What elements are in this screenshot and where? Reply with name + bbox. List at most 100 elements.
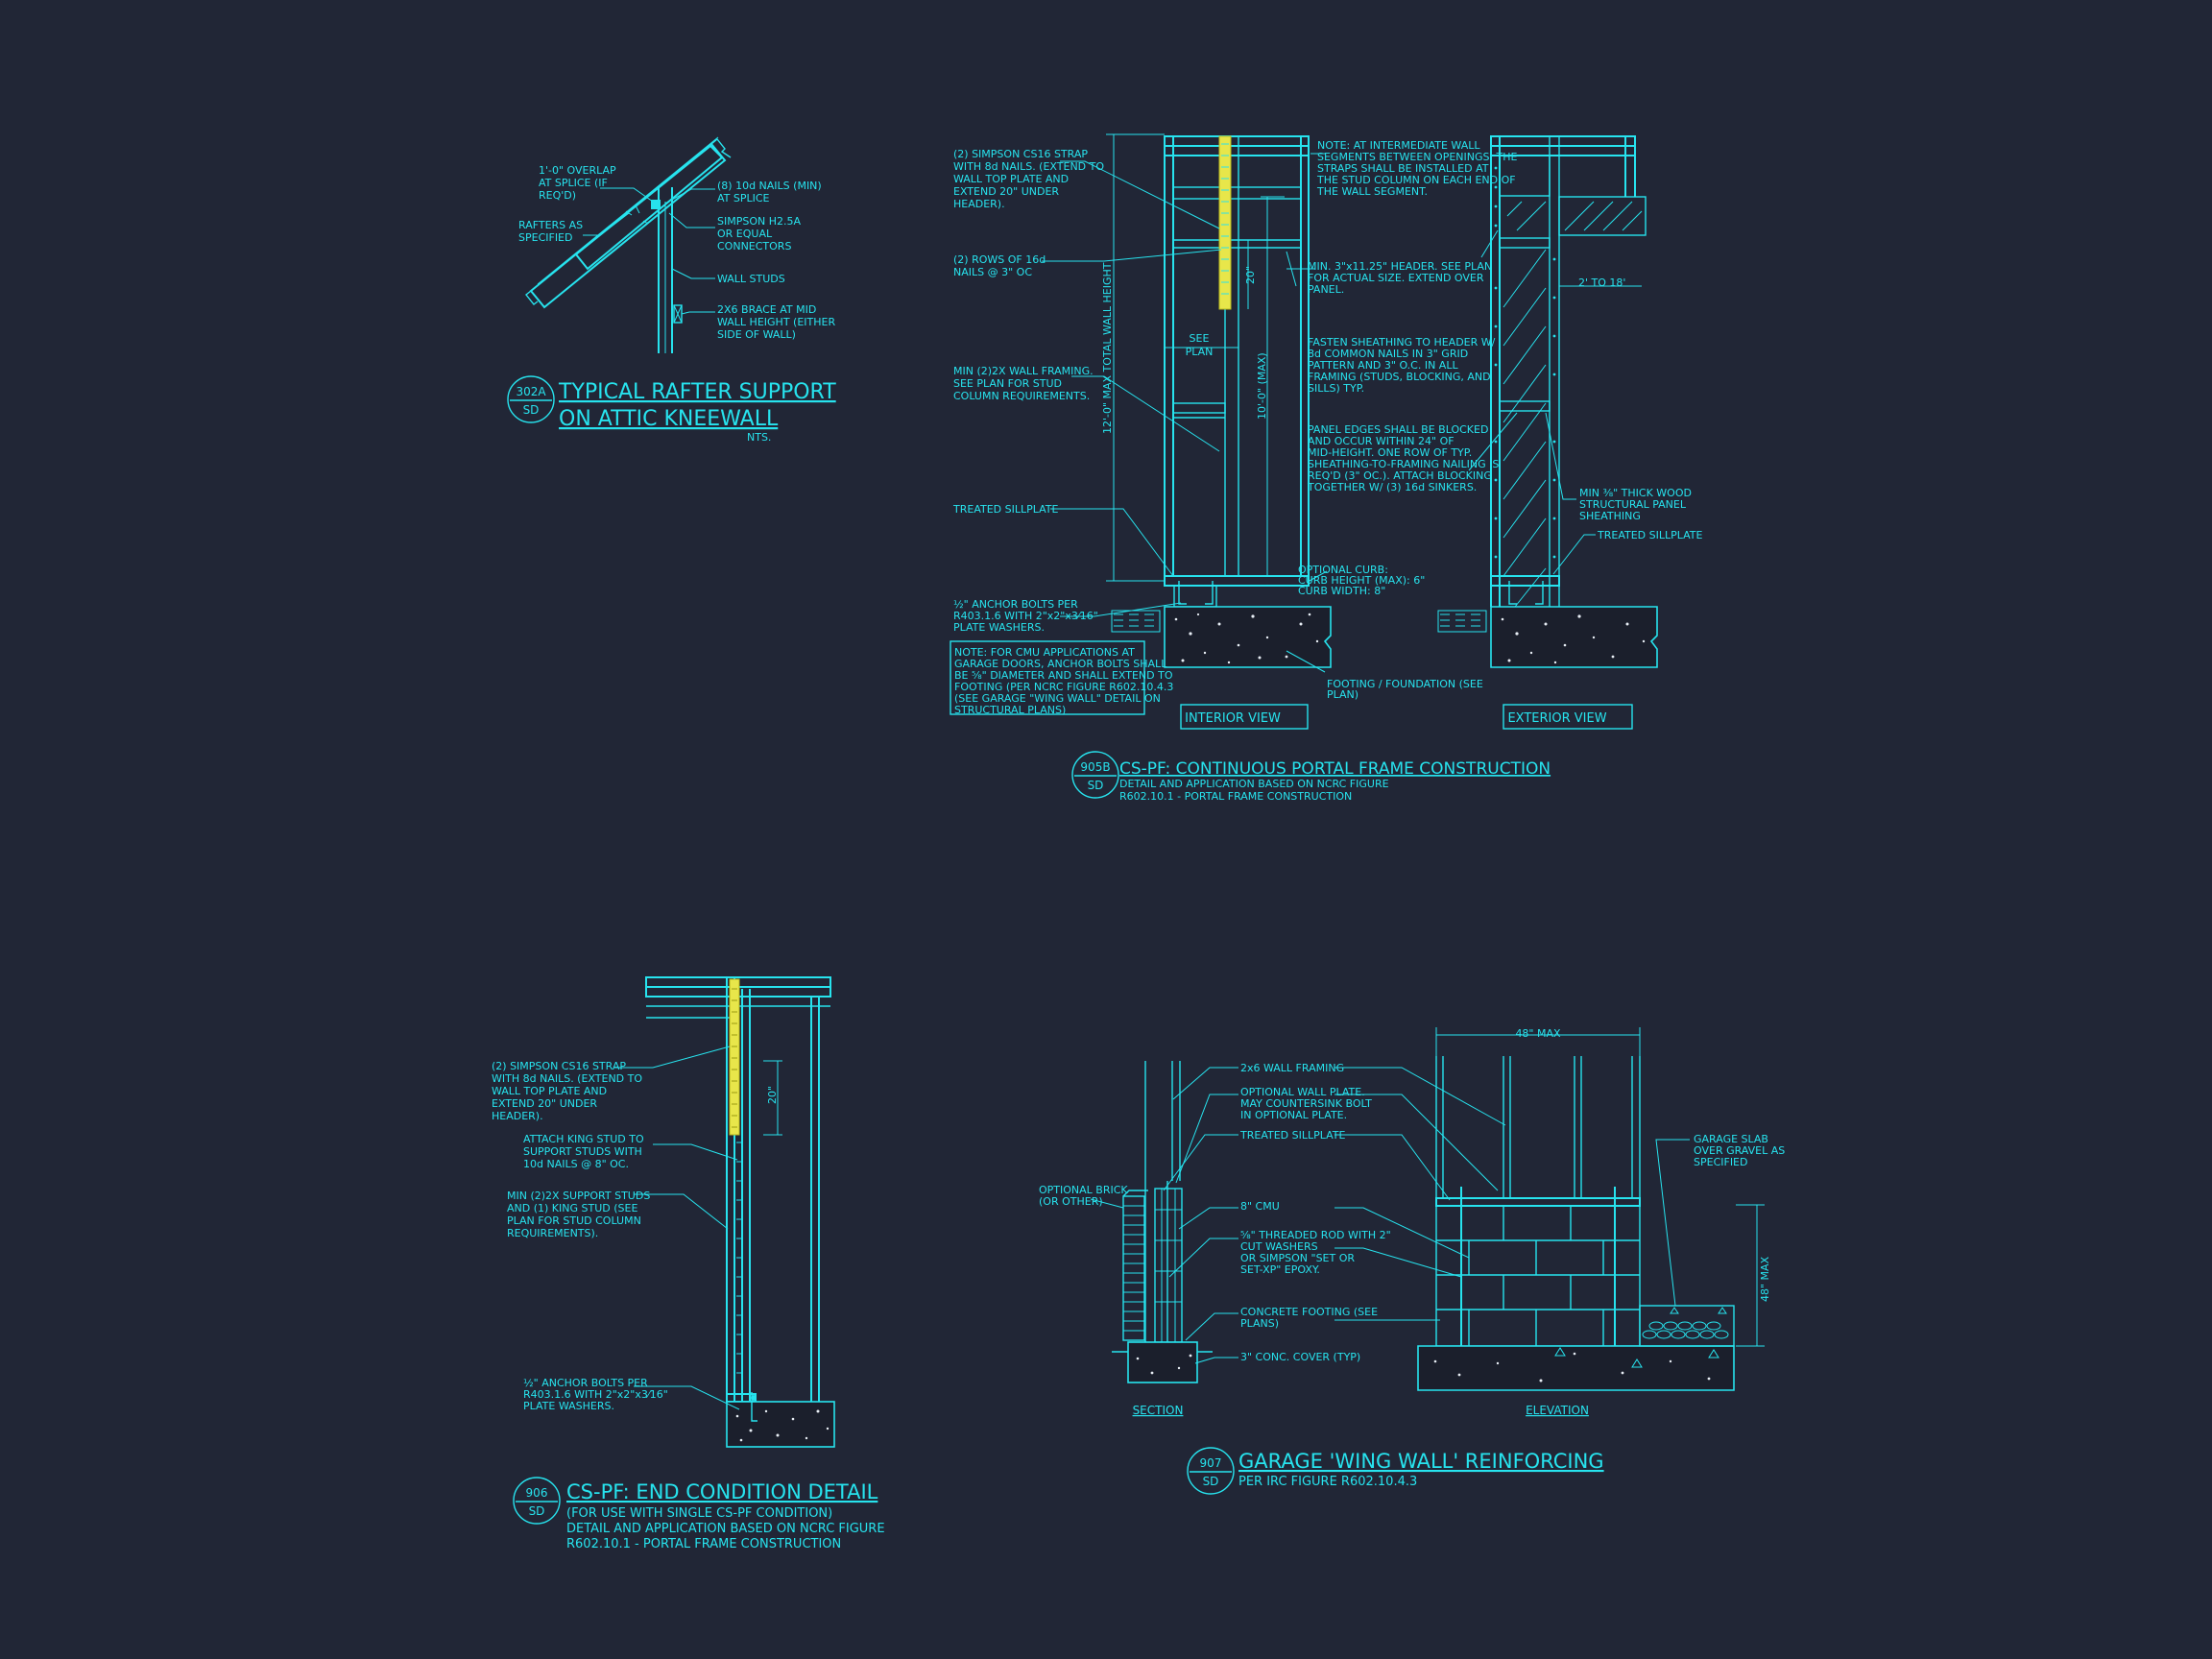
ww-note-framing: 2x6 WALL FRAMING (1240, 1062, 1344, 1074)
detail-sub-906-1: (FOR USE WITH SINGLE CS-PF CONDITION) (566, 1506, 832, 1521)
interior-view-label: INTERIOR VIEW (1185, 711, 1281, 726)
detail-906: 20" (2) SIMPSON CS16 STRAP WITH 8d NAILS… (492, 976, 885, 1551)
note-rows-2: NAILS @ 3" OC (953, 266, 1032, 278)
bubble-number: 906 (526, 1486, 548, 1500)
note-fasten-4: FRAMING (STUDS, BLOCKING, AND (1308, 371, 1491, 383)
note-intermediate-2: SEGMENTS BETWEEN OPENINGS, THE (1317, 151, 1517, 163)
note-osb-3: SHEATHING (1579, 510, 1641, 522)
ww-note-slab-3: SPECIFIED (1694, 1156, 1747, 1168)
cmu-note-1: NOTE: FOR CMU APPLICATIONS AT (954, 646, 1135, 659)
note-anchor-2: R403.1.6 WITH 2"x2"x3⁄16" (953, 610, 1098, 622)
end-note-anchor-2: R403.1.6 WITH 2"x2"x3⁄16" (523, 1388, 668, 1401)
interior-view-drawing: SEE PLAN 2 (1101, 133, 1332, 668)
end-note-anchor-1: ½" ANCHOR BOLTS PER (523, 1377, 648, 1389)
detail-302a: 1'-0" OVERLAP AT SPLICE (IF REQ'D) RAFTE… (507, 136, 836, 444)
note-strap-2: WITH 8d NAILS. (EXTEND TO (953, 160, 1104, 173)
ww-note-rod-1: ⅝" THREADED ROD WITH 2" (1240, 1229, 1391, 1241)
note-footing-1: FOOTING / FOUNDATION (SEE (1327, 678, 1483, 690)
note-intermediate-4: THE STUD COLUMN ON EACH END OF (1316, 174, 1516, 186)
note-simpson-3: CONNECTORS (717, 240, 791, 252)
note-intermediate-1: NOTE: AT INTERMEDIATE WALL (1317, 139, 1480, 152)
note-nails-1: (8) 10d NAILS (MIN) (717, 180, 822, 192)
cmu-note-2: GARAGE DOORS, ANCHOR BOLTS SHALL (954, 658, 1167, 670)
note-simpson-1: SIMPSON H2.5A (717, 215, 801, 228)
cmu-note-5: (SEE GARAGE "WING WALL" DETAIL ON (954, 692, 1161, 705)
elevation-label: ELEVATION (1526, 1404, 1589, 1417)
end-note-support-1: MIN (2)2X SUPPORT STUDS (507, 1190, 650, 1202)
detail-905b: SEE PLAN 2 (950, 133, 1703, 803)
note-strap-4: EXTEND 20" UNDER (953, 185, 1059, 198)
end-note-strap-2: WITH 8d NAILS. (EXTEND TO (492, 1072, 642, 1085)
note-panel-5: REQ'D (3" OC.). ATTACH BLOCKING (1308, 469, 1492, 482)
bubble-number: 907 (1200, 1456, 1222, 1470)
note-framing-2: SEE PLAN FOR STUD (953, 377, 1062, 390)
cmu-note-4: FOOTING (PER NCRC FIGURE R602.10.4.3 (954, 681, 1173, 693)
detail-title-302a-line2: ON ATTIC KNEEWALL (559, 407, 779, 431)
detail-bubble-302a: 302A SD (507, 375, 555, 423)
note-curb-3: CURB WIDTH: 8" (1298, 585, 1385, 597)
wing-wall-elevation-drawing: 48" MAX (1417, 1027, 1771, 1417)
note-header-2: FOR ACTUAL SIZE. EXTEND OVER (1308, 272, 1484, 284)
note-brace-1: 2X6 BRACE AT MID (717, 303, 816, 316)
dim-20-end: 20" (766, 1086, 779, 1104)
detail-title-907: GARAGE 'WING WALL' REINFORCING (1238, 1450, 1604, 1473)
end-note-strap-1: (2) SIMPSON CS16 STRAP (492, 1060, 626, 1072)
note-rows-1: (2) ROWS OF 16d (953, 253, 1046, 266)
end-note-strap-3: WALL TOP PLATE AND (492, 1085, 607, 1097)
cmu-note-3: BE ⅝" DIAMETER AND SHALL EXTEND TO (954, 669, 1173, 682)
dim-max10: 10'-0" (MAX) (1256, 352, 1268, 420)
ww-note-cmu: 8" CMU (1240, 1200, 1280, 1213)
note-osb-2: STRUCTURAL PANEL (1579, 498, 1687, 511)
dim-20: 20" (1244, 266, 1257, 284)
interior-view-box (1180, 704, 1309, 730)
end-note-anchor-3: PLATE WASHERS. (523, 1400, 614, 1412)
end-note-king-2: SUPPORT STUDS WITH (523, 1145, 642, 1158)
end-condition-drawing: 20" (645, 976, 835, 1448)
ww-note-rod-3: OR SIMPSON "SET OR (1240, 1252, 1355, 1264)
detail-sub-907-1: PER IRC FIGURE R602.10.4.3 (1238, 1475, 1417, 1489)
detail-sub-906-2: DETAIL AND APPLICATION BASED ON NCRC FIG… (566, 1522, 885, 1536)
detail-907: SECTION 2x6 WALL FRAMING OPTIONAL WALL P… (1039, 1027, 1785, 1495)
wing-wall-section-drawing: SECTION (1112, 1061, 1213, 1417)
dim-48-max: 48" MAX (1515, 1027, 1561, 1040)
note-fasten-1: FASTEN SHEATHING TO HEADER W/ (1308, 336, 1496, 349)
cmu-note-6: STRUCTURAL PLANS) (954, 704, 1066, 716)
cmu-note-box (950, 640, 1145, 715)
ww-note-slab-1: GARAGE SLAB (1694, 1133, 1768, 1145)
end-note-support-2: AND (1) KING STUD (SEE (507, 1202, 637, 1214)
note-panel-2: AND OCCUR WITHIN 24" OF (1308, 435, 1455, 447)
detail-bubble-907: 907 SD (1187, 1447, 1235, 1495)
note-curb-2: CURB HEIGHT (MAX): 6" (1298, 574, 1425, 587)
dim-2-to-18: 2' TO 18' (1578, 276, 1625, 289)
end-note-strap-4: EXTEND 20" UNDER (492, 1097, 597, 1110)
bubble-number: 302A (516, 385, 546, 398)
ww-note-brick-2: (OR OTHER) (1039, 1195, 1103, 1208)
see-plan-2: PLAN (1186, 346, 1214, 358)
note-intermediate-5: THE WALL SEGMENT. (1316, 185, 1428, 198)
note-curb-1: OPTIONAL CURB: (1298, 564, 1388, 576)
note-nails-2: AT SPLICE (717, 192, 770, 204)
end-note-king-1: ATTACH KING STUD TO (523, 1133, 644, 1145)
note-rafters-1: RAFTERS AS (518, 219, 583, 231)
note-framing-3: COLUMN REQUIREMENTS. (953, 390, 1090, 402)
end-note-strap-5: HEADER). (492, 1110, 543, 1122)
note-sillplate: TREATED SILLPLATE (952, 503, 1059, 516)
note-strap-3: WALL TOP PLATE AND (953, 173, 1069, 185)
note-overlap-2: AT SPLICE (IF (539, 177, 608, 189)
bubble-number: 905B (1080, 760, 1110, 774)
dim-48-max-vertical: 48" MAX (1759, 1256, 1771, 1302)
detail-title-302a-line1: TYPICAL RAFTER SUPPORT (558, 380, 836, 404)
detail-bubble-906: 906 SD (513, 1477, 561, 1525)
detail-sub-906-3: R602.10.1 - PORTAL FRAME CONSTRUCTION (566, 1537, 841, 1551)
exterior-view-label: EXTERIOR VIEW (1507, 711, 1606, 726)
ww-note-brick-1: OPTIONAL BRICK (1039, 1184, 1128, 1196)
bubble-sheet: SD (529, 1504, 545, 1518)
note-footing-2: PLAN) (1327, 688, 1358, 701)
end-note-support-4: REQUIREMENTS). (507, 1227, 598, 1239)
scale-label: NTS. (747, 431, 771, 444)
ww-note-footing-1: CONCRETE FOOTING (SEE (1240, 1306, 1378, 1318)
note-panel-1: PANEL EDGES SHALL BE BLOCKED (1308, 423, 1488, 436)
ww-note-rod-2: CUT WASHERS (1240, 1240, 1318, 1253)
detail-title-905b: CS-PF: CONTINUOUS PORTAL FRAME CONSTRUCT… (1119, 759, 1551, 779)
